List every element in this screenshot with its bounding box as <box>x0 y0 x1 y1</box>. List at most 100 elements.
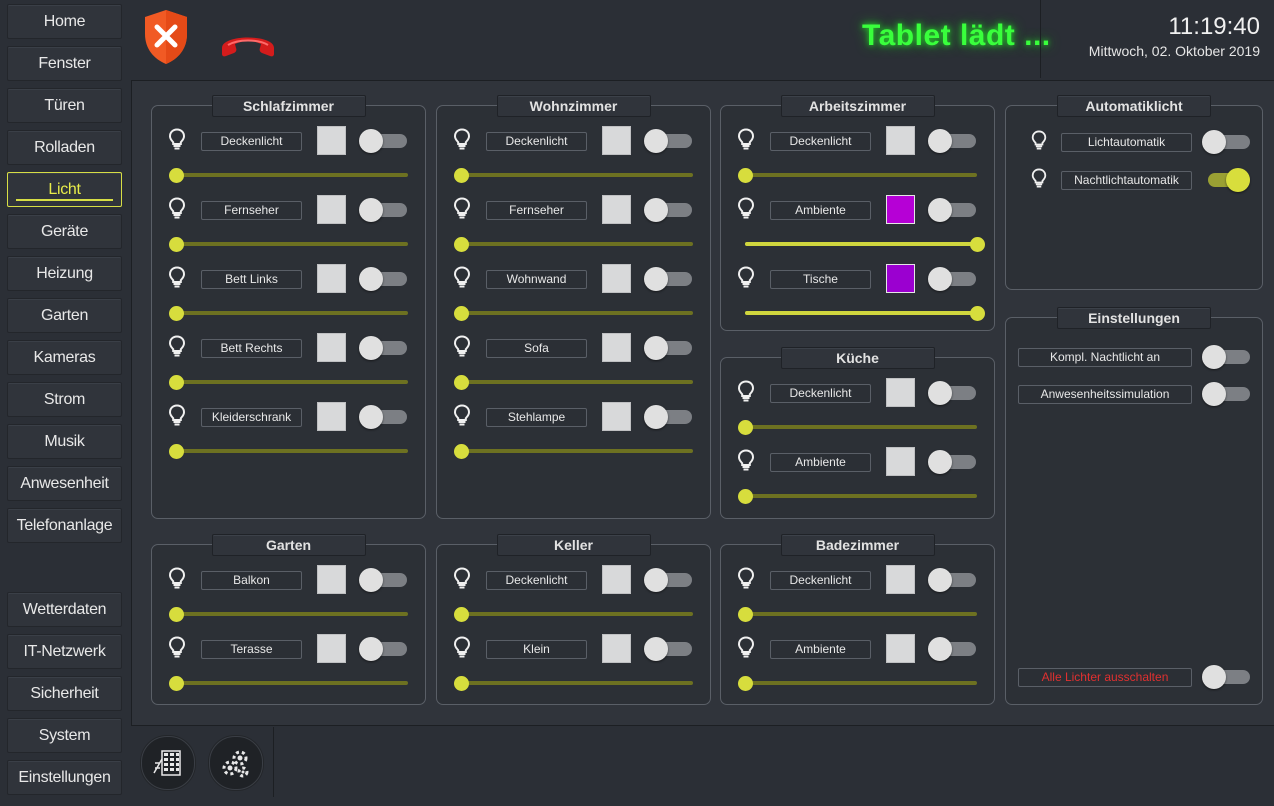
shield-alert-icon[interactable] <box>143 8 189 66</box>
color-picker[interactable] <box>886 634 915 663</box>
nav-button-3[interactable]: Rolladen <box>7 130 122 165</box>
toggle-switch[interactable] <box>928 450 976 474</box>
slider-thumb[interactable] <box>738 676 753 691</box>
color-picker[interactable] <box>886 126 915 155</box>
dimmer-slider[interactable] <box>454 444 693 459</box>
dimmer-slider[interactable] <box>169 237 408 252</box>
slider-thumb[interactable] <box>738 489 753 504</box>
slider-thumb[interactable] <box>454 444 469 459</box>
color-picker[interactable] <box>886 378 915 407</box>
toggle-switch[interactable] <box>928 198 976 222</box>
dimmer-slider[interactable] <box>745 306 985 321</box>
color-picker[interactable] <box>886 447 915 476</box>
toggle-switch[interactable] <box>644 336 692 360</box>
nav-button-active[interactable]: Licht <box>7 172 122 207</box>
color-picker[interactable] <box>317 195 346 224</box>
toggle-switch[interactable] <box>928 381 976 405</box>
color-picker[interactable] <box>317 565 346 594</box>
dimmer-slider[interactable] <box>738 489 977 504</box>
dimmer-slider[interactable] <box>454 375 693 390</box>
slider-thumb[interactable] <box>454 607 469 622</box>
nav-button-bottom-4[interactable]: Einstellungen <box>7 760 122 795</box>
color-picker[interactable] <box>602 126 631 155</box>
nav-button-0[interactable]: Home <box>7 4 122 39</box>
toggle-switch[interactable] <box>359 405 407 429</box>
color-picker[interactable] <box>317 402 346 431</box>
dimmer-slider[interactable] <box>169 306 408 321</box>
dimmer-slider[interactable] <box>169 607 408 622</box>
dimmer-slider[interactable] <box>454 607 693 622</box>
slider-thumb[interactable] <box>169 676 184 691</box>
slider-thumb[interactable] <box>454 375 469 390</box>
toggle-switch[interactable] <box>359 336 407 360</box>
toggle-switch[interactable] <box>644 198 692 222</box>
nav-button-9[interactable]: Strom <box>7 382 122 417</box>
gears-button[interactable] <box>209 736 263 790</box>
slider-thumb[interactable] <box>454 168 469 183</box>
calculator-button[interactable] <box>141 736 195 790</box>
nav-button-7[interactable]: Garten <box>7 298 122 333</box>
dimmer-slider[interactable] <box>169 444 408 459</box>
slider-thumb[interactable] <box>738 168 753 183</box>
color-picker[interactable] <box>886 195 915 224</box>
color-picker[interactable] <box>317 333 346 362</box>
toggle-switch[interactable] <box>359 637 407 661</box>
color-picker[interactable] <box>602 333 631 362</box>
dimmer-slider[interactable] <box>454 676 693 691</box>
dimmer-slider[interactable] <box>745 237 985 252</box>
color-picker[interactable] <box>602 264 631 293</box>
toggle-switch[interactable] <box>359 267 407 291</box>
toggle-switch[interactable] <box>644 129 692 153</box>
all-lights-off-label[interactable]: Alle Lichter ausschalten <box>1018 668 1192 687</box>
nav-button-12[interactable]: Telefonanlage <box>7 508 122 543</box>
toggle-switch[interactable] <box>1202 382 1250 406</box>
color-picker[interactable] <box>886 264 915 293</box>
dimmer-slider[interactable] <box>738 676 977 691</box>
slider-thumb[interactable] <box>970 306 985 321</box>
nav-button-6[interactable]: Heizung <box>7 256 122 291</box>
slider-thumb[interactable] <box>169 168 184 183</box>
nav-button-8[interactable]: Kameras <box>7 340 122 375</box>
toggle-switch[interactable] <box>644 637 692 661</box>
dimmer-slider[interactable] <box>738 607 977 622</box>
slider-thumb[interactable] <box>454 237 469 252</box>
color-picker[interactable] <box>602 402 631 431</box>
toggle-switch[interactable] <box>1202 130 1250 154</box>
toggle-switch[interactable] <box>644 267 692 291</box>
dimmer-slider[interactable] <box>169 676 408 691</box>
dimmer-slider[interactable] <box>169 375 408 390</box>
nav-button-bottom-0[interactable]: Wetterdaten <box>7 592 122 627</box>
slider-thumb[interactable] <box>454 676 469 691</box>
color-picker[interactable] <box>317 634 346 663</box>
slider-thumb[interactable] <box>169 444 184 459</box>
slider-thumb[interactable] <box>970 237 985 252</box>
color-picker[interactable] <box>602 195 631 224</box>
dimmer-slider[interactable] <box>169 168 408 183</box>
toggle-switch[interactable] <box>1202 168 1250 192</box>
nav-button-5[interactable]: Geräte <box>7 214 122 249</box>
slider-thumb[interactable] <box>169 237 184 252</box>
slider-thumb[interactable] <box>738 420 753 435</box>
toggle-switch[interactable] <box>359 129 407 153</box>
nav-button-bottom-1[interactable]: IT-Netzwerk <box>7 634 122 669</box>
slider-thumb[interactable] <box>169 607 184 622</box>
slider-thumb[interactable] <box>169 375 184 390</box>
toggle-switch[interactable] <box>928 267 976 291</box>
color-picker[interactable] <box>602 634 631 663</box>
nav-button-1[interactable]: Fenster <box>7 46 122 81</box>
toggle-switch[interactable] <box>1202 345 1250 369</box>
color-picker[interactable] <box>317 264 346 293</box>
color-picker[interactable] <box>317 126 346 155</box>
nav-button-11[interactable]: Anwesenheit <box>7 466 122 501</box>
toggle-switch[interactable] <box>928 637 976 661</box>
dimmer-slider[interactable] <box>738 420 977 435</box>
nav-button-10[interactable]: Musik <box>7 424 122 459</box>
slider-thumb[interactable] <box>169 306 184 321</box>
nav-button-bottom-3[interactable]: System <box>7 718 122 753</box>
phone-hangup-icon[interactable] <box>218 28 278 60</box>
dimmer-slider[interactable] <box>454 306 693 321</box>
toggle-switch[interactable] <box>359 198 407 222</box>
slider-thumb[interactable] <box>454 306 469 321</box>
dimmer-slider[interactable] <box>454 168 693 183</box>
toggle-switch[interactable] <box>644 405 692 429</box>
